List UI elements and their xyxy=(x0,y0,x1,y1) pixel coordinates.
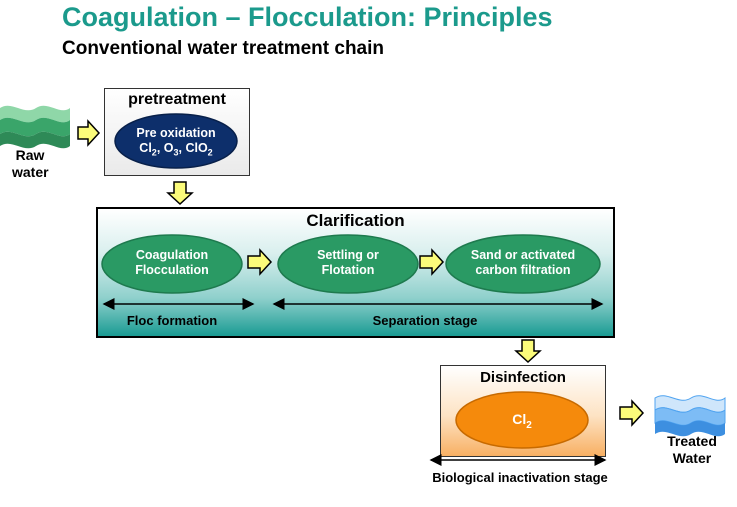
page-title: Coagulation – Flocculation: Principles xyxy=(62,2,553,32)
treated-water-icon xyxy=(654,395,726,437)
raw-water-icon xyxy=(0,105,70,149)
coagulation-label: Coagulation Flocculation xyxy=(135,248,209,277)
pretreatment-title: pretreatment xyxy=(128,91,226,108)
pre-oxidation-ellipse xyxy=(114,113,238,169)
arrow-raw-to-pre xyxy=(77,119,101,147)
treated-water-label: Treated Water xyxy=(667,433,717,466)
chlorine-label: Cl2 xyxy=(512,411,532,431)
floc-formation-label: Floc formation xyxy=(126,313,218,328)
coagulation-ellipse xyxy=(101,234,243,294)
arrow-clar-to-dis xyxy=(514,339,542,364)
raw-water-label: Raw water xyxy=(12,147,49,180)
arrow-pre-to-clar xyxy=(166,181,194,206)
arrow-dis-to-treated xyxy=(619,399,645,427)
separation-stage-label: Separation stage xyxy=(372,313,478,328)
page-subtitle: Conventional water treatment chain xyxy=(62,38,385,59)
settling-ellipse xyxy=(277,234,419,294)
arrow-coag-to-settle xyxy=(247,248,273,276)
filtration-label: Sand or activated carbon filtration xyxy=(470,248,576,277)
pre-oxidation-chemicals: Cl2, O3, ClO2 xyxy=(139,141,213,158)
clarification-title: Clarification xyxy=(306,211,405,230)
disinfection-title: Disinfection xyxy=(480,369,566,386)
settling-label: Settling or Flotation xyxy=(317,248,379,277)
filtration-ellipse xyxy=(445,234,601,294)
chlorine-ellipse xyxy=(455,391,589,449)
biological-inactivation-label: Biological inactivation stage xyxy=(432,470,608,485)
pre-oxidation-label: Pre oxidation Cl2, O3, ClO2 xyxy=(116,126,236,161)
arrow-settle-to-filter xyxy=(419,248,445,276)
